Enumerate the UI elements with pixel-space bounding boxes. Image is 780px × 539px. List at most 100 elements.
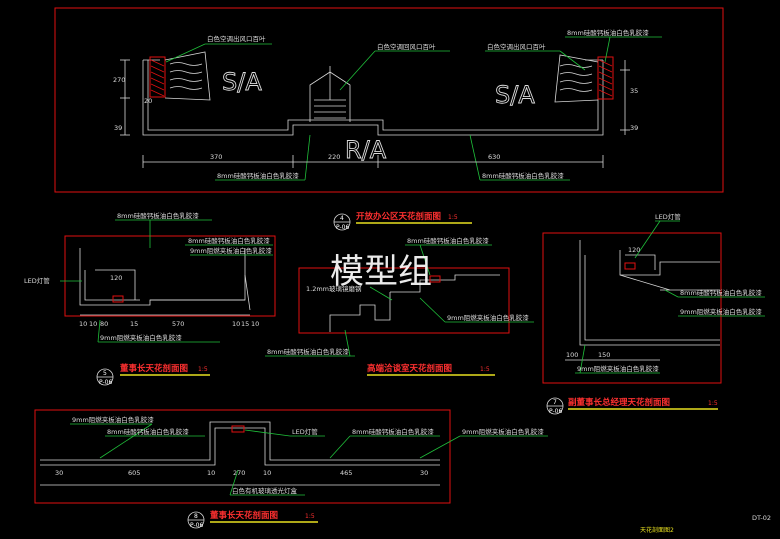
label-board: 9mm阻燃夹板油白色乳胶漆 (447, 313, 529, 322)
dim-35: 35 (630, 87, 638, 95)
led-fixture (429, 275, 441, 283)
dim-10c: 10 (232, 320, 240, 328)
section-8-frame (34, 409, 451, 504)
section-6-scale: 1:5 (480, 366, 490, 373)
label-grille-left: 白色空调出风口百叶 (207, 34, 266, 43)
section-7-vice-chairman: LED灯管 8mm硅酸钙板油白色乳胶漆 9mm阻燃夹板油白色乳胶漆 9mm阻燃夹… (542, 212, 765, 415)
label-led: LED灯管 (655, 212, 681, 221)
label-board: 9mm阻燃夹板油白色乳胶漆 (680, 307, 762, 316)
dim-150: 150 (598, 351, 610, 359)
ceiling-profile (40, 421, 440, 461)
section-5-number: 5 (103, 370, 107, 377)
section-4-number: 4 (340, 215, 344, 222)
section-8-number: 8 (194, 513, 198, 520)
dim-630: 630 (488, 153, 500, 161)
dim-10a: 10 (79, 320, 87, 328)
dim-39-left: 39 (114, 124, 122, 132)
section-5-title: 董事长天花剖面图 (120, 363, 188, 374)
return-grille (309, 66, 351, 122)
label-paint-top-right: 8mm硅酸钙板油白色乳胶漆 (567, 28, 649, 37)
dim-100: 100 (566, 351, 578, 359)
ceiling-profile-inner (147, 60, 599, 131)
dim-39-right: 39 (630, 124, 638, 132)
label-paint-1: 8mm硅酸钙板油白色乳胶漆 (117, 211, 199, 220)
label-board: 9mm阻燃夹板油白色乳胶漆 (190, 246, 272, 255)
section-7-frame (542, 232, 722, 384)
section-4-title: 开放办公区天花剖面图 (356, 211, 441, 222)
section-5-scale: 1:5 (198, 366, 208, 373)
led-fixture (112, 295, 124, 303)
section-4-ref: P-06 (336, 224, 349, 231)
label-led: LED灯管 (292, 427, 318, 436)
label-board-2: 9mm阻燃夹板油白色乳胶漆 (462, 427, 544, 436)
dim-30a: 30 (55, 469, 63, 477)
dim-370: 370 (210, 153, 222, 161)
label-lightbox: 白色有机玻璃透光灯盒 (232, 486, 298, 495)
dim-15: 15 (130, 320, 138, 328)
label-paint-bottom-right: 8mm硅酸钙板油白色乳胶漆 (482, 171, 564, 180)
dim-570: 570 (172, 320, 184, 328)
label-paint: 8mm硅酸钙板油白色乳胶漆 (107, 427, 189, 436)
label-board-2: 9mm阻燃夹板油白色乳胶漆 (100, 333, 182, 342)
dim-605: 605 (128, 469, 140, 477)
left-supply-grille (149, 51, 211, 101)
section-4-open-office: 白色空调出风口百叶 白色空调回风口百叶 白色空调出风口百叶 8mm硅酸钙板油白色… (54, 7, 724, 231)
label-led: LED灯管 (24, 276, 50, 285)
label-paint-2: 8mm硅酸钙板油白色乳胶漆 (352, 427, 434, 436)
section-8-title: 董事长天花剖面图 (210, 510, 278, 521)
dim-465: 465 (340, 469, 352, 477)
ceiling-profile (79, 248, 246, 306)
section-4-scale: 1:5 (448, 214, 458, 221)
label-paint: 8mm硅酸钙板油白色乳胶漆 (407, 236, 489, 245)
watermark: 模型组 (330, 252, 432, 292)
section-8-chairman: 9mm阻燃夹板油白色乳胶漆 8mm硅酸钙板油白色乳胶漆 LED灯管 8mm硅酸钙… (34, 409, 548, 529)
label-paint: 8mm硅酸钙板油白色乳胶漆 (680, 288, 762, 297)
label-board-2: 9mm阻燃夹板油白色乳胶漆 (577, 364, 659, 373)
section-5-ref: P-06 (99, 379, 112, 386)
section-7-title: 副董事长总经理天花剖面图 (568, 397, 670, 408)
section-7-number: 7 (553, 399, 557, 406)
dim-80: 80 (100, 320, 108, 328)
supply-air-left-label: S/A (222, 68, 262, 96)
section-6-frame (298, 267, 510, 334)
label-paint-2: 8mm硅酸钙板油白色乳胶漆 (188, 236, 270, 245)
label-mirror: 1.2mm玻璃镜磨钢 (306, 284, 362, 293)
section-8-ref: P-06 (190, 522, 203, 529)
section-7-ref: P-06 (549, 408, 562, 415)
dim-270: 270 (233, 469, 245, 477)
dim-10b: 10 (263, 469, 271, 477)
led-fixture (231, 425, 245, 433)
label-grille-mid: 白色空调回风口百叶 (377, 42, 436, 51)
dim-10b: 10 (89, 320, 97, 328)
dim-120: 120 (110, 274, 122, 282)
label-paint-bottom-left: 8mm硅酸钙板油白色乳胶漆 (217, 171, 299, 180)
section-8-scale: 1:5 (305, 513, 315, 520)
section-6-meeting-room: 8mm硅酸钙板油白色乳胶漆 8mm硅酸钙板油白色乳胶漆 1.2mm玻璃镜磨钢 9… (265, 236, 534, 376)
sheet-code: DT-02 (752, 514, 771, 522)
dim-15b: 15 (241, 320, 249, 328)
dim-10a: 10 (207, 469, 215, 477)
dim-270: 270 (113, 76, 125, 84)
section-5-chairman: 8mm硅酸钙板油白色乳胶漆 8mm硅酸钙板油白色乳胶漆 9mm阻燃夹板油白色乳胶… (24, 211, 276, 386)
section-6-title: 高端洽谈室天花剖面图 (367, 363, 452, 374)
dim-120: 120 (628, 246, 640, 254)
section-7-scale: 1:5 (708, 400, 718, 407)
ceiling-profile (579, 240, 720, 346)
ceiling-profile (329, 292, 391, 332)
sheet-name: 天花剖面图2 (640, 526, 674, 534)
label-board: 9mm阻燃夹板油白色乳胶漆 (72, 415, 154, 424)
dim-30b: 30 (420, 469, 428, 477)
right-supply-grille (554, 54, 614, 103)
section-4-frame (54, 7, 724, 193)
label-paint-2: 8mm硅酸钙板油白色乳胶漆 (267, 347, 349, 356)
dim-20: 20 (144, 97, 152, 105)
section-5-frame (64, 235, 276, 317)
dim-220: 220 (328, 153, 340, 161)
return-air-label: R/A (345, 136, 387, 164)
label-grille-right: 白色空调出风口百叶 (487, 42, 546, 51)
supply-air-right-label: S/A (495, 81, 535, 109)
dim-10d: 10 (251, 320, 259, 328)
ceiling-profile (142, 60, 604, 136)
led-fixture (624, 262, 636, 270)
